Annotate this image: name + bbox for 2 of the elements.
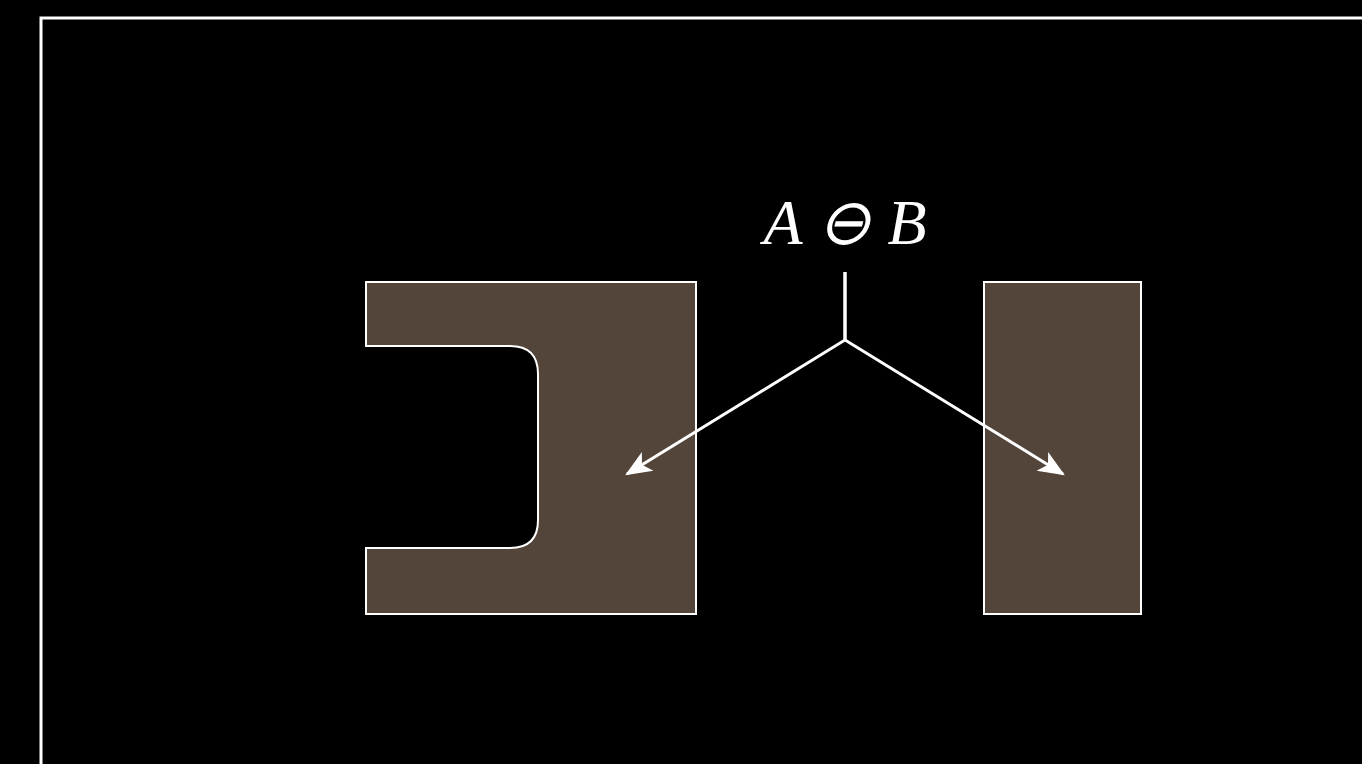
leader-arrow: [843, 272, 1065, 476]
math-expression: A ⊖ B: [715, 188, 975, 260]
